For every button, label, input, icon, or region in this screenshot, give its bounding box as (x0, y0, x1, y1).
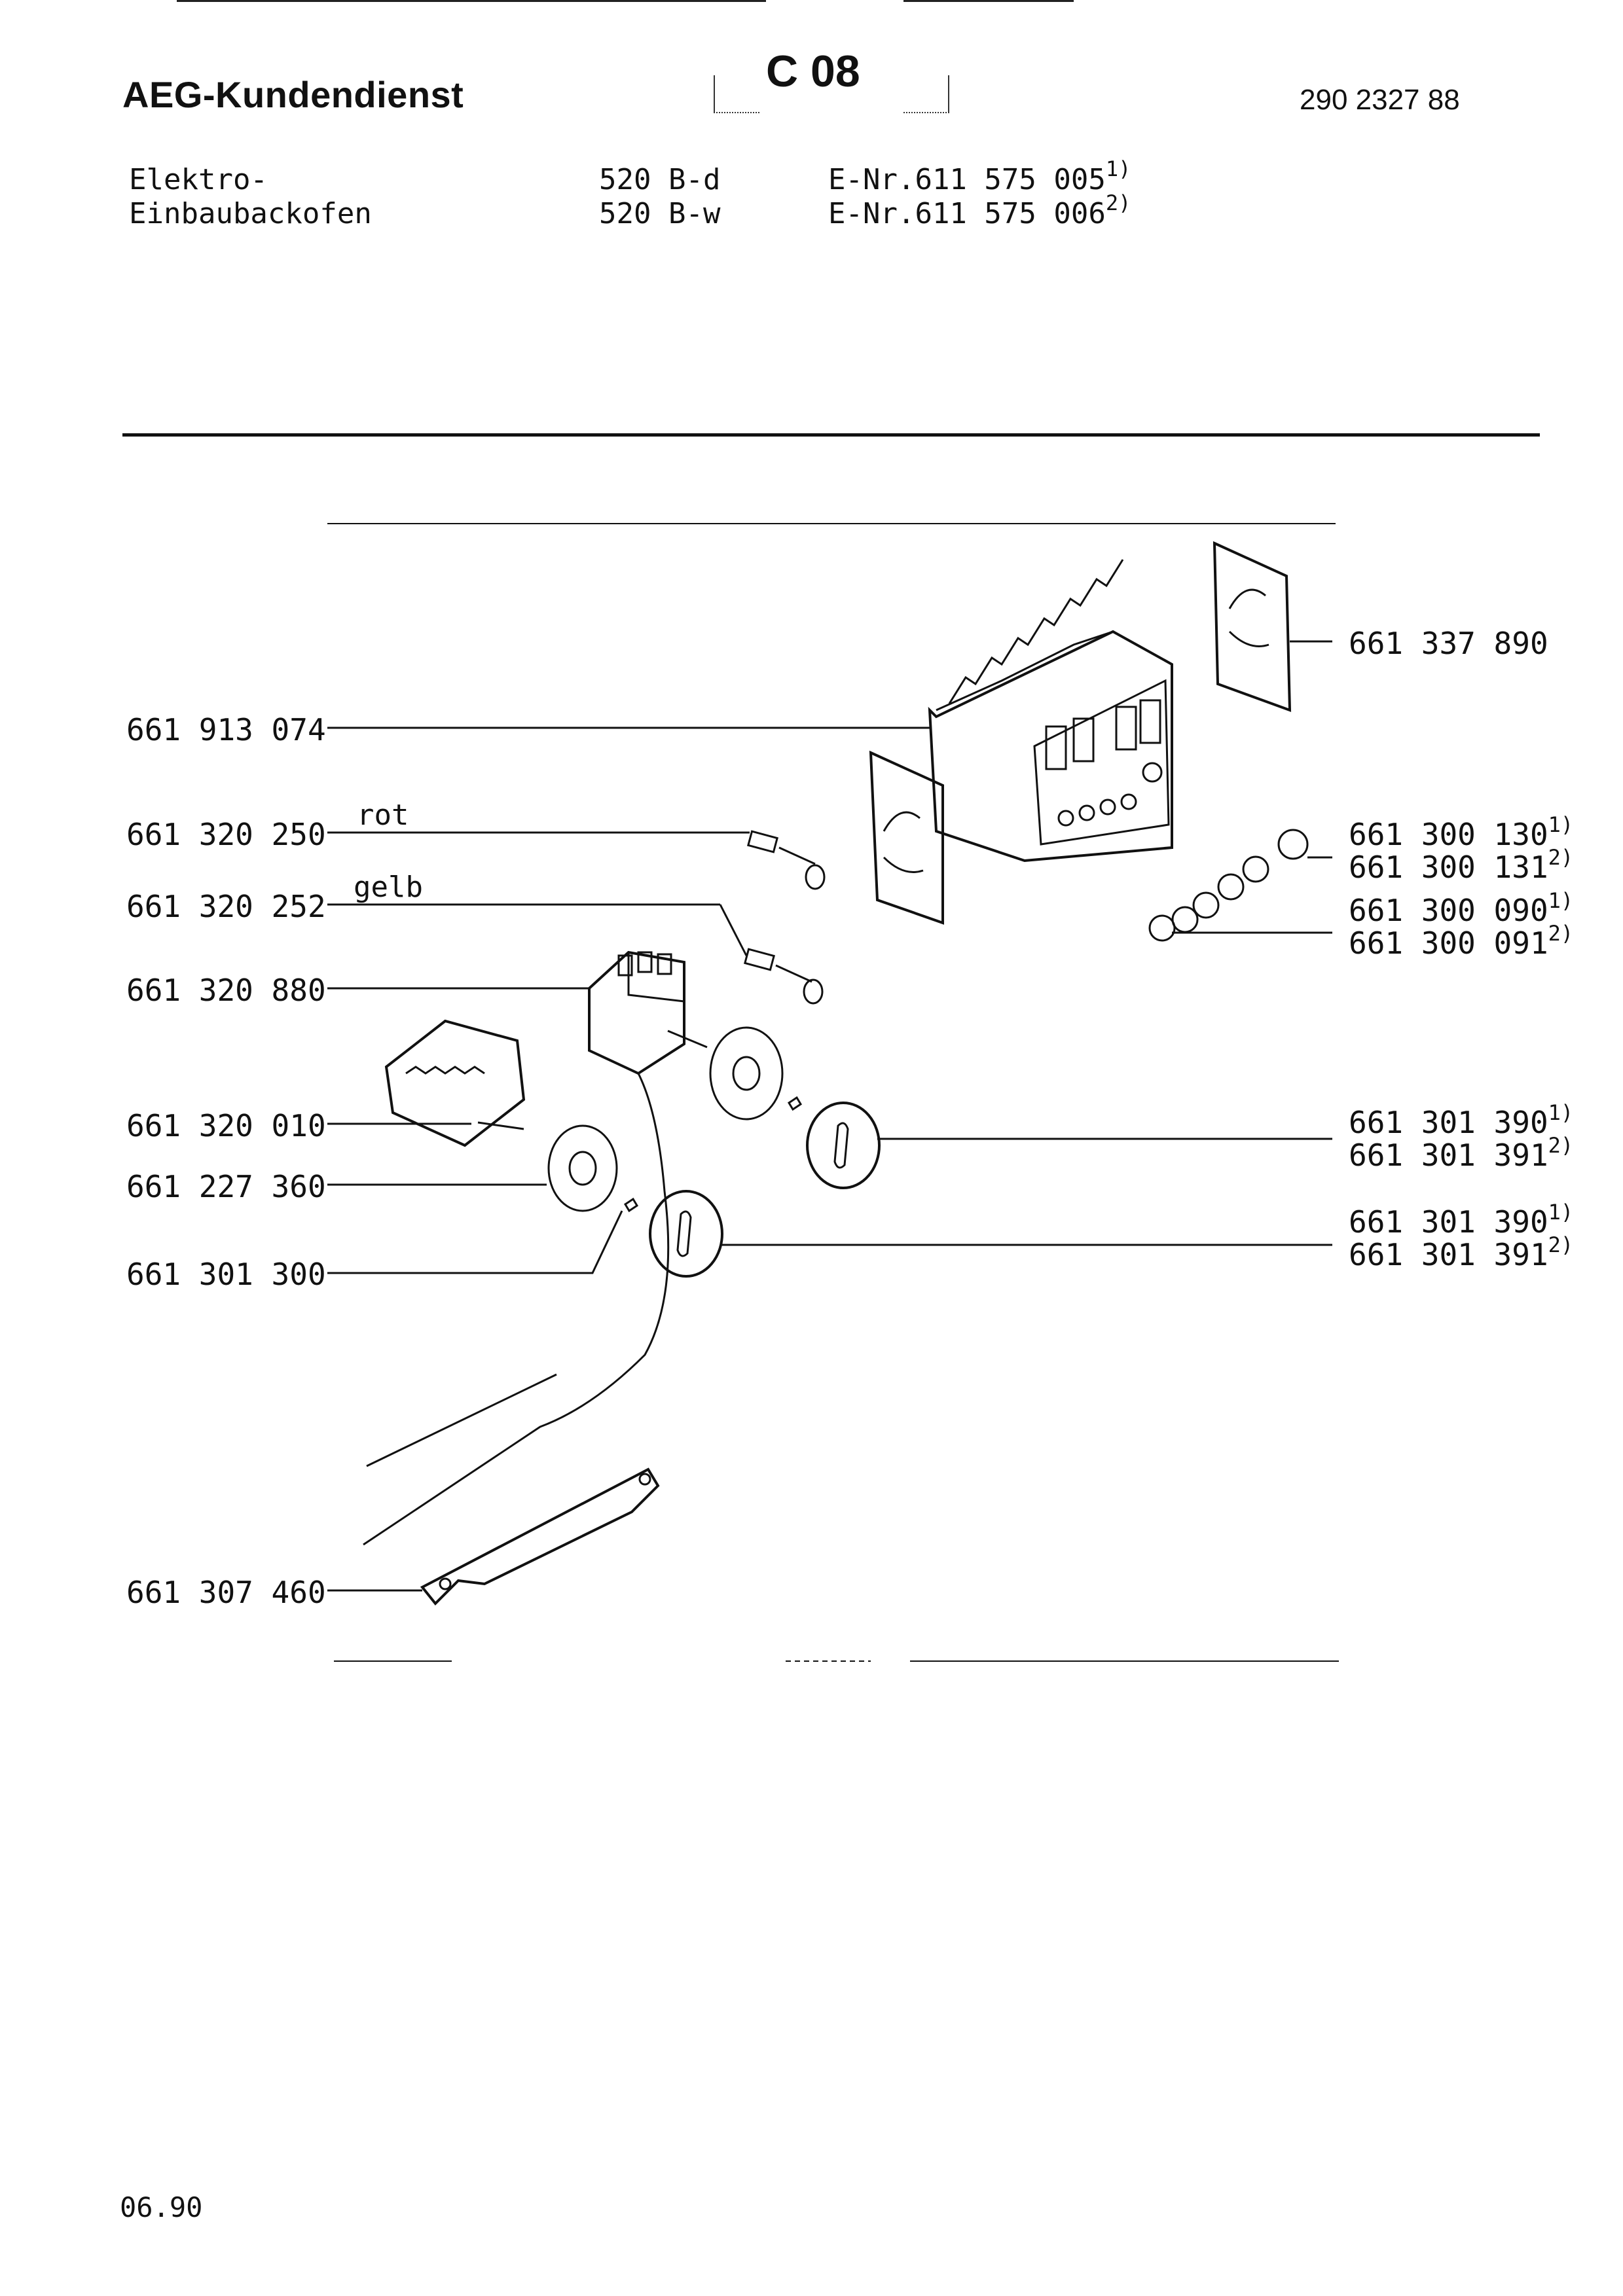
part-number: 661 300 090 (1349, 893, 1548, 928)
part-note: 1) (1548, 1100, 1574, 1125)
model-1: 520 B-d (599, 163, 721, 196)
part-number-left: 661 227 360 (126, 1169, 326, 1204)
part-number-left: 661 307 460 (126, 1575, 326, 1610)
section-code-box (714, 75, 956, 115)
part-number-right: 661 301 3901) (1349, 1100, 1573, 1140)
clip-upper (787, 1096, 803, 1111)
part-number-right: 661 300 0912) (1349, 921, 1573, 961)
document-number: 290 2327 88 (1300, 84, 1460, 116)
part-note: 1) (1548, 812, 1574, 837)
part-number: 661 300 091 (1349, 925, 1548, 961)
part-number-right: 661 301 3912) (1349, 1232, 1573, 1272)
mounting-ring-upper (709, 1026, 784, 1121)
code-box-bottom-right (903, 112, 949, 113)
part-number: 661 301 390 (1349, 1105, 1548, 1140)
small-knobs (1148, 829, 1309, 942)
part-number: 661 300 131 (1349, 850, 1548, 885)
lamp-red (746, 830, 826, 890)
top-edge-line (177, 0, 766, 2)
footer-date: 06.90 (120, 2191, 203, 2223)
enr-2-number: E-Nr.611 575 006 (828, 197, 1106, 230)
enr-2-note: 2) (1105, 190, 1131, 215)
brand-title: AEG-Kundendienst (122, 74, 464, 115)
mounting-ring-lower (547, 1124, 618, 1212)
part-number-left: 661 320 252 (126, 889, 326, 924)
code-box-left (714, 75, 716, 113)
enr-1-number: E-Nr.611 575 005 (828, 163, 1106, 196)
wire-color-red: rot (357, 798, 409, 832)
top-edge-line-short (903, 0, 1074, 2)
product-type-line2: Einbaubackofen (129, 197, 372, 230)
part-number: 661 301 391 (1349, 1138, 1548, 1173)
code-box-right (948, 75, 951, 113)
part-number-left: 661 301 300 (126, 1257, 326, 1292)
part-number-left: 661 913 074 (126, 712, 326, 747)
part-number-left: 661 320 250 (126, 817, 326, 852)
large-knob-upper (806, 1102, 881, 1189)
part-number: 661 301 391 (1349, 1237, 1548, 1272)
large-knob-lower (649, 1190, 723, 1278)
model-2: 520 B-w (599, 197, 721, 230)
enr-1-note: 1) (1105, 156, 1131, 181)
section-code: C 08 (766, 46, 860, 96)
part-number-right: 661 300 1312) (1349, 845, 1573, 885)
part-number: 661 301 390 (1349, 1204, 1548, 1240)
part-number-right: 661 300 1301) (1349, 812, 1573, 852)
lamp-yellow (743, 948, 824, 1005)
part-note: 2) (1548, 1133, 1574, 1158)
part-note: 2) (1548, 1232, 1574, 1257)
header-divider (122, 433, 1540, 437)
clip-lower (623, 1197, 639, 1213)
part-note: 2) (1548, 921, 1574, 946)
part-number-left: 661 320 010 (126, 1108, 326, 1143)
part-number-left: 661 320 880 (126, 973, 326, 1008)
part-note: 2) (1548, 845, 1574, 870)
thermostat-sensor (366, 1373, 557, 1467)
part-note: 1) (1548, 1200, 1574, 1225)
part-number: 661 300 130 (1349, 817, 1548, 852)
rear-bracket (1213, 541, 1292, 712)
side-bracket (869, 750, 944, 925)
capillary-tube (363, 1073, 670, 1546)
part-number-right: 661 301 3912) (1349, 1133, 1573, 1173)
enr-2: E-Nr.611 575 0062) (828, 190, 1131, 234)
timer-module (928, 559, 1173, 863)
part-number-right: 661 300 0901) (1349, 888, 1573, 928)
wire-color-yellow: gelb (354, 870, 423, 904)
part-note: 1) (1548, 888, 1574, 913)
code-box-bottom-left (714, 112, 759, 113)
enr-1: E-Nr.611 575 0051) (828, 156, 1131, 200)
part-number-right: 661 337 890 (1349, 626, 1548, 661)
sensor-holder (420, 1467, 660, 1605)
product-type-line1: Elektro- (129, 163, 268, 196)
selector-switch (384, 1019, 526, 1147)
part-number-right: 661 301 3901) (1349, 1200, 1573, 1240)
thermostat-switch (588, 950, 708, 1075)
